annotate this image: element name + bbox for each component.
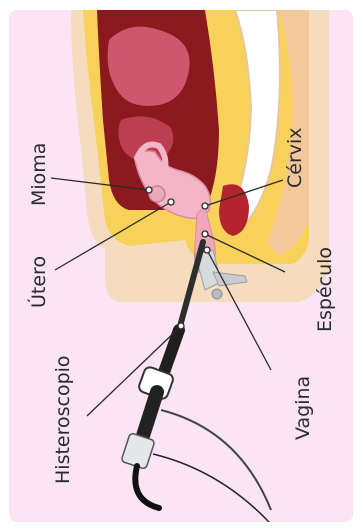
especulo-dot <box>202 231 208 237</box>
label-mioma: Mioma <box>28 143 50 206</box>
label-cervix: Cérvix <box>284 127 306 188</box>
intestines <box>108 27 190 106</box>
label-vagina: Vagina <box>292 376 314 440</box>
speculum-screw <box>212 289 222 299</box>
histeroscopio-dot <box>178 323 184 329</box>
cervix-dot <box>202 203 208 209</box>
mioma-dot <box>146 187 152 193</box>
illustration-panel: Mioma Útero Histeroscopio Cérvix Espécul… <box>9 10 353 522</box>
label-utero: Útero <box>26 256 50 308</box>
vagina-dot <box>204 247 210 253</box>
label-histeroscopio: Histeroscopio <box>52 355 74 484</box>
label-especulo: Espéculo <box>314 247 336 332</box>
hysteroscopy-diagram: Mioma Útero Histeroscopio Cérvix Espécul… <box>9 10 353 522</box>
utero-dot <box>168 199 174 205</box>
